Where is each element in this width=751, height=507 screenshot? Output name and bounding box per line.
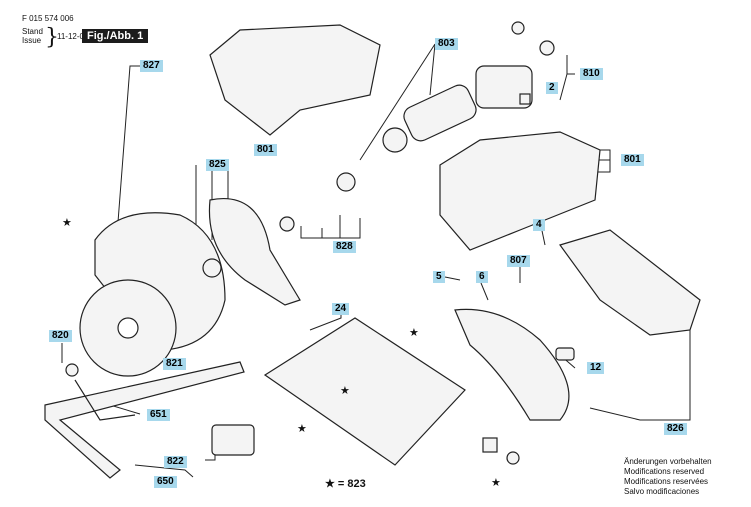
note-es: Salvo modificaciones [624, 487, 700, 496]
leader-810 [559, 55, 575, 101]
star-marker: ★ [297, 423, 307, 435]
base-plate-shape [263, 317, 466, 466]
leader-5 [444, 276, 461, 281]
callout-827: 827 [140, 60, 163, 72]
leader-828 [300, 215, 361, 239]
knob-shape [506, 451, 520, 465]
leader-6 [480, 282, 489, 301]
brush-shape [519, 93, 531, 105]
clamp-lever-shape [211, 424, 255, 456]
star-marker: ★ [491, 477, 501, 489]
note-fr: Modifications reservées [624, 477, 709, 486]
leader-650 [134, 464, 194, 478]
leader-826 [589, 329, 691, 421]
callout-650: 650 [154, 476, 177, 488]
doc-number: F 015 574 006 [22, 14, 74, 23]
ring-shape [202, 258, 222, 278]
star-marker: ★ [62, 217, 72, 229]
callout-801-right: 801 [621, 154, 644, 166]
stand-label: Stand [22, 27, 43, 36]
issue-label: Issue [22, 36, 42, 45]
motor-housing-shape [209, 24, 381, 136]
note-de: Änderungen vorbehalten [624, 457, 712, 466]
callout-801-top: 801 [254, 144, 277, 156]
callout-821: 821 [163, 358, 186, 370]
callout-825: 825 [206, 159, 229, 171]
bearing-shape [336, 172, 356, 192]
modification-notes: Änderungen vorbehalten Modifications res… [624, 457, 712, 497]
callout-828: 828 [333, 241, 356, 253]
stator-shape [475, 65, 533, 109]
figure-label: Fig./Abb. 1 [82, 29, 149, 43]
rear-handle-shape [559, 229, 701, 336]
note-en: Modifications reserved [624, 467, 705, 476]
callout-803: 803 [435, 38, 458, 50]
brace-symbol: } [45, 25, 59, 50]
brush-cap-shape [511, 21, 525, 35]
flange-shape [65, 363, 79, 377]
hex-key-shape [74, 379, 136, 421]
star-marker: ★ [340, 385, 350, 397]
armature-shape [403, 84, 477, 142]
star-marker: ★ [409, 327, 419, 339]
front-handle-shape [454, 308, 570, 421]
leader-803b [429, 43, 436, 96]
callout-24: 24 [332, 303, 350, 315]
star-legend: ★ = 823 [325, 478, 366, 490]
callout-820: 820 [49, 330, 72, 342]
callout-2: 2 [546, 82, 558, 94]
clip-shape [482, 437, 498, 453]
callout-5: 5 [433, 271, 445, 283]
issue-date: 11-12-05 [57, 32, 89, 41]
washer-shape [539, 40, 555, 56]
leader-803a [359, 43, 436, 161]
cable-clip-shape [555, 347, 575, 361]
leader-827 [117, 65, 140, 223]
callout-826: 826 [664, 423, 687, 435]
callout-822: 822 [164, 456, 187, 468]
gear-housing-shape [439, 131, 601, 251]
callout-4: 4 [533, 219, 545, 231]
callout-12: 12 [587, 362, 605, 374]
fan-shape [382, 127, 408, 153]
callout-810: 810 [580, 68, 603, 80]
parallel-guide-shape [44, 361, 245, 479]
spacer-shape [279, 216, 295, 232]
lower-guard-shape [208, 198, 301, 306]
callout-6: 6 [476, 271, 488, 283]
callout-651: 651 [147, 409, 170, 421]
callout-807: 807 [507, 255, 530, 267]
